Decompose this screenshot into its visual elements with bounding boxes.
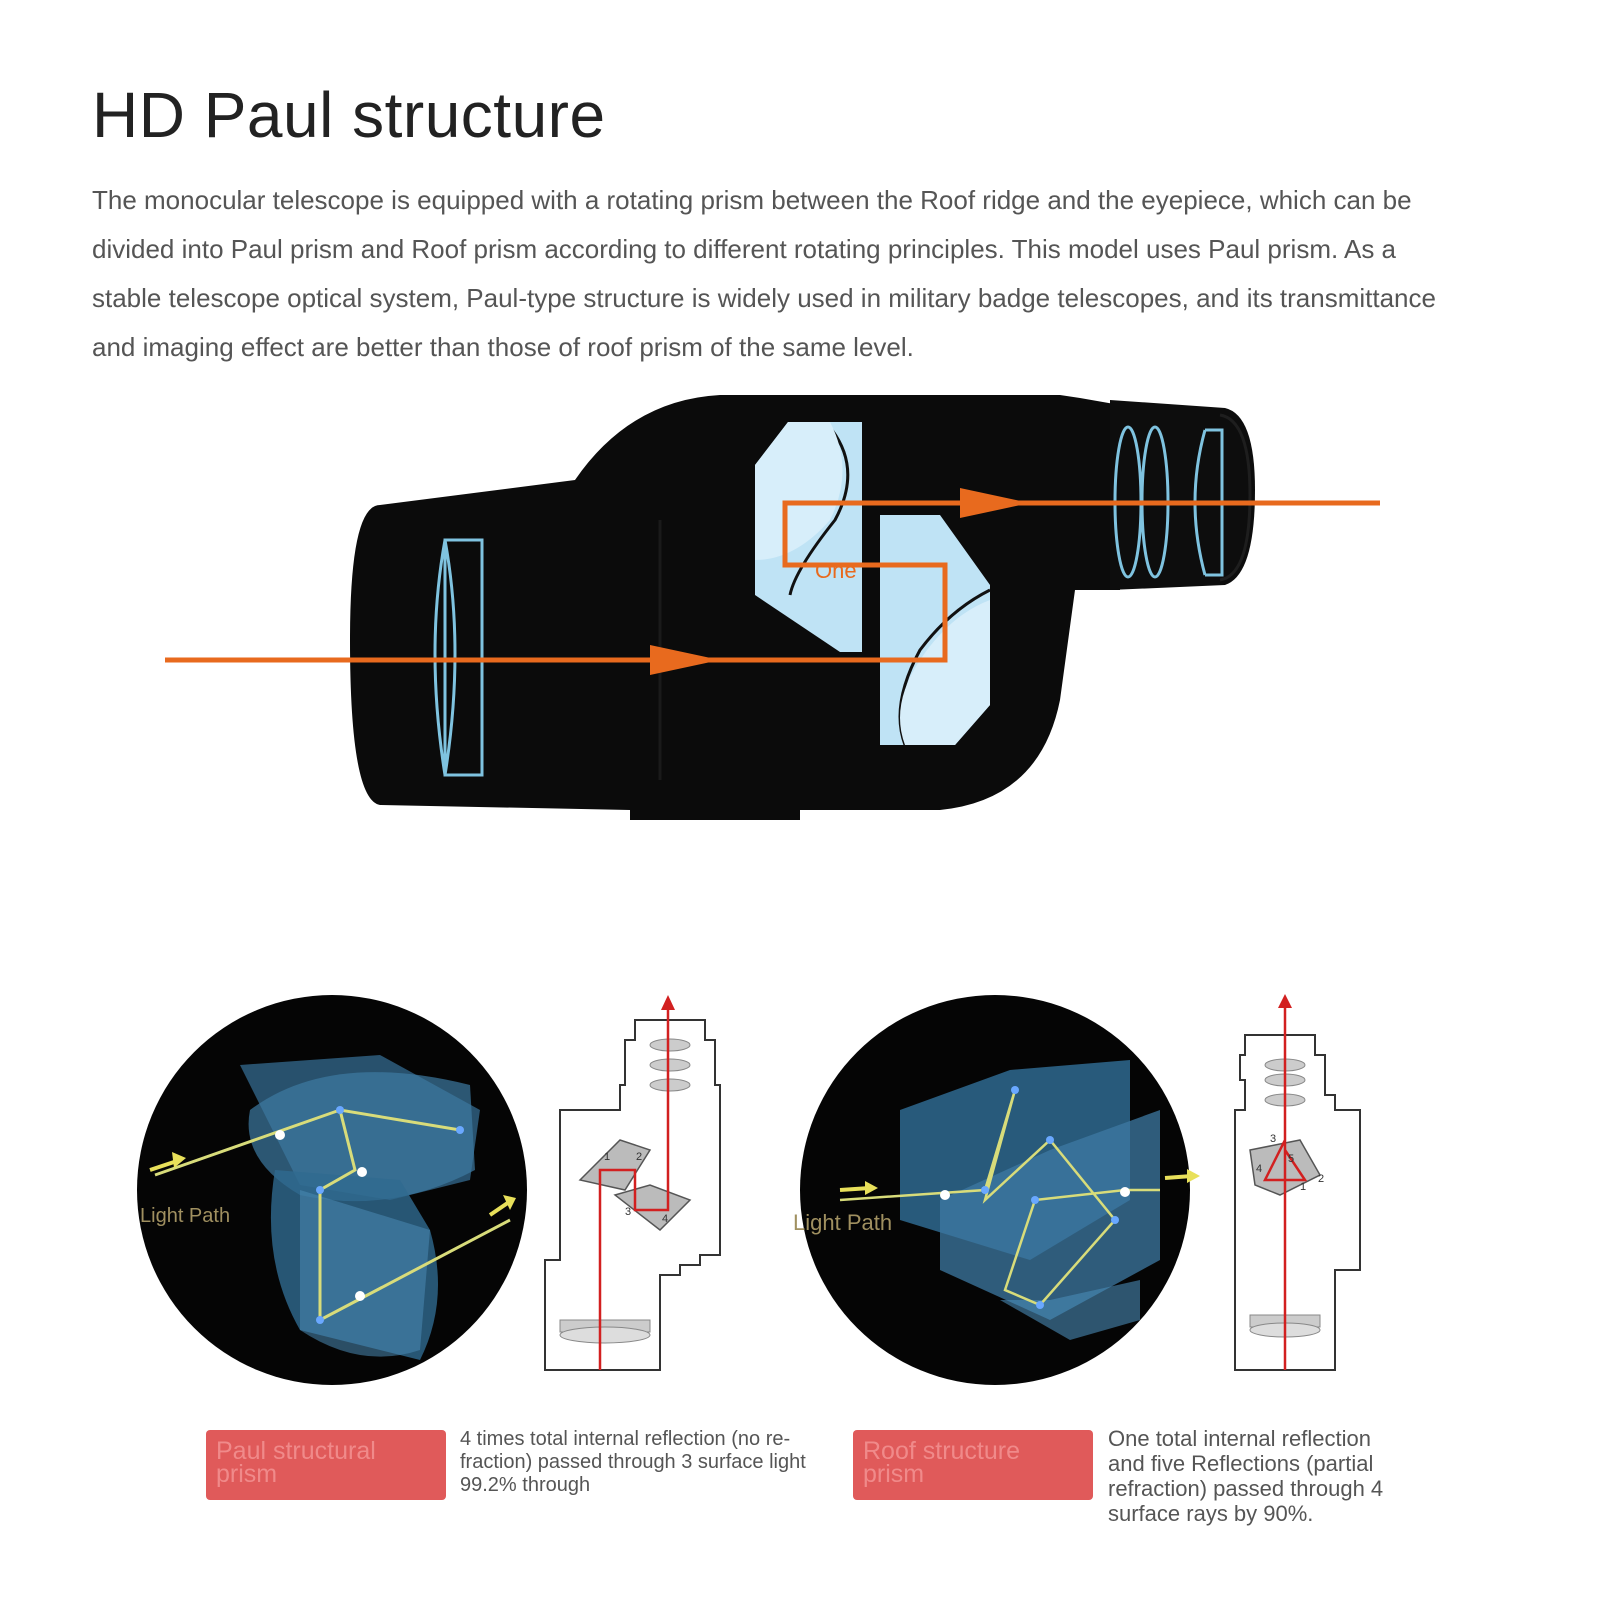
paul-step-2: 2 <box>636 1151 642 1163</box>
roof-light-path-label: Light Path <box>793 1210 892 1235</box>
ray-arrow-in <box>650 645 720 675</box>
paul-step-4: 4 <box>662 1213 668 1225</box>
telescope-cutaway-diagram: One <box>165 395 1380 820</box>
paul-schematic: 1 2 3 4 <box>544 995 721 1371</box>
roof-prism-caption: One total internal reflection and five R… <box>1108 1426 1384 1526</box>
roof-prism-render: Light Path <box>793 995 1200 1385</box>
page-title: HD Paul structure <box>92 79 606 151</box>
paul-prism-render: Light Path <box>137 995 527 1385</box>
roof-step-4: 4 <box>1256 1163 1262 1175</box>
paul-prism-badge: Paul structural prism <box>206 1430 446 1500</box>
light-ray-path <box>165 488 1380 675</box>
lower-paul-prism <box>880 515 991 746</box>
prism-label: One <box>815 558 857 583</box>
roof-prism-badge: Roof structure prism <box>853 1430 1093 1500</box>
paul-prism-caption: 4 times total internal reflection (no re… <box>460 1428 806 1496</box>
ray-arrow-out <box>960 488 1030 518</box>
roof-step-1: 1 <box>1300 1181 1306 1193</box>
paul-step-1: 1 <box>604 1151 610 1163</box>
roof-prism-badge-label: Roof structure prism <box>863 1437 1021 1488</box>
roof-step-5: 5 <box>1288 1153 1294 1165</box>
roof-step-3: 3 <box>1270 1133 1276 1145</box>
upper-paul-prism <box>755 422 862 652</box>
paul-prism-badge-label: Paul structural prism <box>216 1437 376 1488</box>
prism-comparison-diagram: Light Path 1 2 3 4 Light Pa <box>137 994 1361 1385</box>
roof-schematic: 1 2 3 4 5 <box>1234 994 1361 1371</box>
description-text: The monocular telescope is equipped with… <box>92 185 1436 362</box>
paul-step-3: 3 <box>625 1206 631 1218</box>
paul-light-path-label: Light Path <box>140 1205 230 1227</box>
roof-step-2: 2 <box>1318 1173 1324 1185</box>
